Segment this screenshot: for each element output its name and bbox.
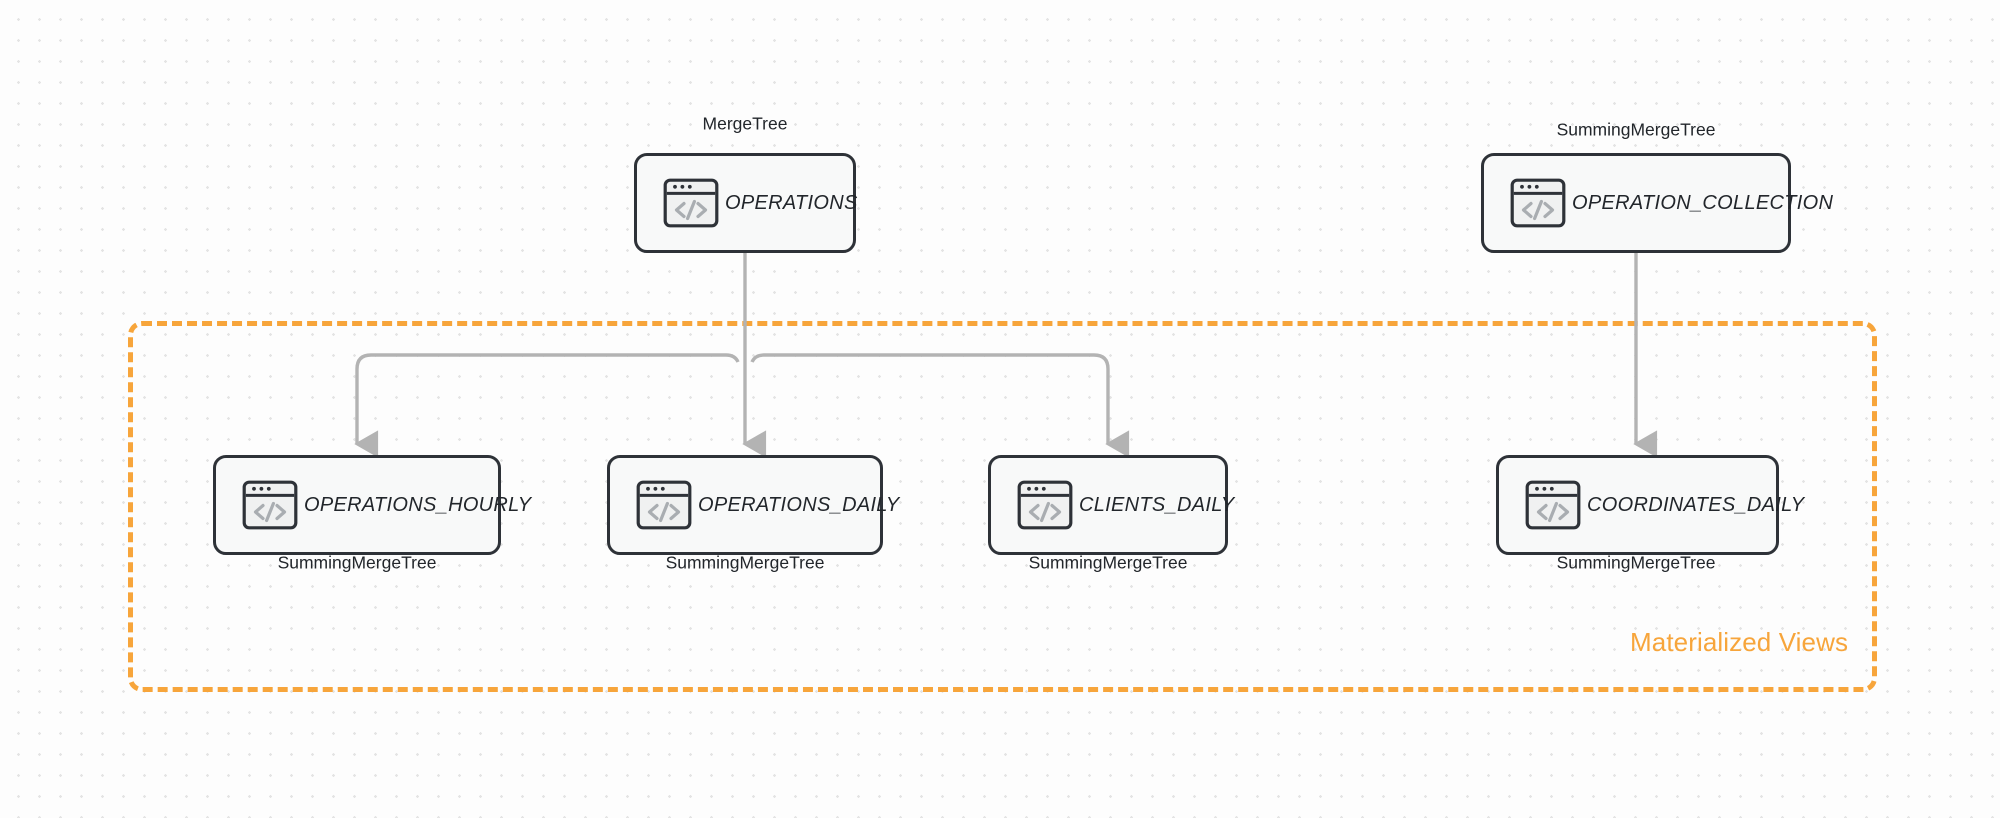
code-window-icon bbox=[663, 178, 719, 228]
code-window-icon bbox=[1510, 178, 1566, 228]
engine-caption-operation_collection: SummingMergeTree bbox=[1556, 119, 1716, 140]
node-operation_collection[interactable]: OPERATION_COLLECTION bbox=[1481, 153, 1833, 253]
node-label-coordinates_daily: COORDINATES_DAILY bbox=[1587, 493, 1805, 516]
node-icon-operations bbox=[663, 178, 719, 228]
node-label-clients_daily: CLIENTS_DAILY bbox=[1079, 493, 1235, 516]
node-icon-clients_daily bbox=[1017, 480, 1073, 530]
engine-caption-operations_hourly: SummingMergeTree bbox=[277, 552, 437, 573]
node-operations_daily[interactable]: OPERATIONS_DAILY bbox=[607, 455, 899, 555]
materialized-views-group-label: Materialized Views bbox=[1630, 627, 1849, 657]
node-icon-operations_daily bbox=[636, 480, 692, 530]
code-window-icon bbox=[636, 480, 692, 530]
node-label-operations_hourly: OPERATIONS_HOURLY bbox=[304, 493, 532, 516]
node-icon-operations_hourly bbox=[242, 480, 298, 530]
node-label-operations_daily: OPERATIONS_DAILY bbox=[698, 493, 900, 516]
node-operations[interactable]: OPERATIONS bbox=[634, 153, 857, 253]
node-label-operations: OPERATIONS bbox=[725, 191, 858, 214]
code-window-icon bbox=[1017, 480, 1073, 530]
engine-caption-operations: MergeTree bbox=[702, 113, 788, 134]
engine-caption-clients_daily: SummingMergeTree bbox=[1028, 552, 1188, 573]
node-icon-operation_collection bbox=[1510, 178, 1566, 228]
node-clients_daily[interactable]: CLIENTS_DAILY bbox=[988, 455, 1234, 555]
code-window-icon bbox=[1525, 480, 1581, 530]
engine-caption-coordinates_daily: SummingMergeTree bbox=[1556, 552, 1716, 573]
code-window-icon bbox=[242, 480, 298, 530]
materialized-views-group bbox=[128, 321, 1877, 692]
node-operations_hourly[interactable]: OPERATIONS_HOURLY bbox=[213, 455, 531, 555]
node-coordinates_daily[interactable]: COORDINATES_DAILY bbox=[1496, 455, 1804, 555]
node-label-operation_collection: OPERATION_COLLECTION bbox=[1572, 191, 1834, 214]
node-icon-coordinates_daily bbox=[1525, 480, 1581, 530]
engine-caption-operations_daily: SummingMergeTree bbox=[665, 552, 825, 573]
